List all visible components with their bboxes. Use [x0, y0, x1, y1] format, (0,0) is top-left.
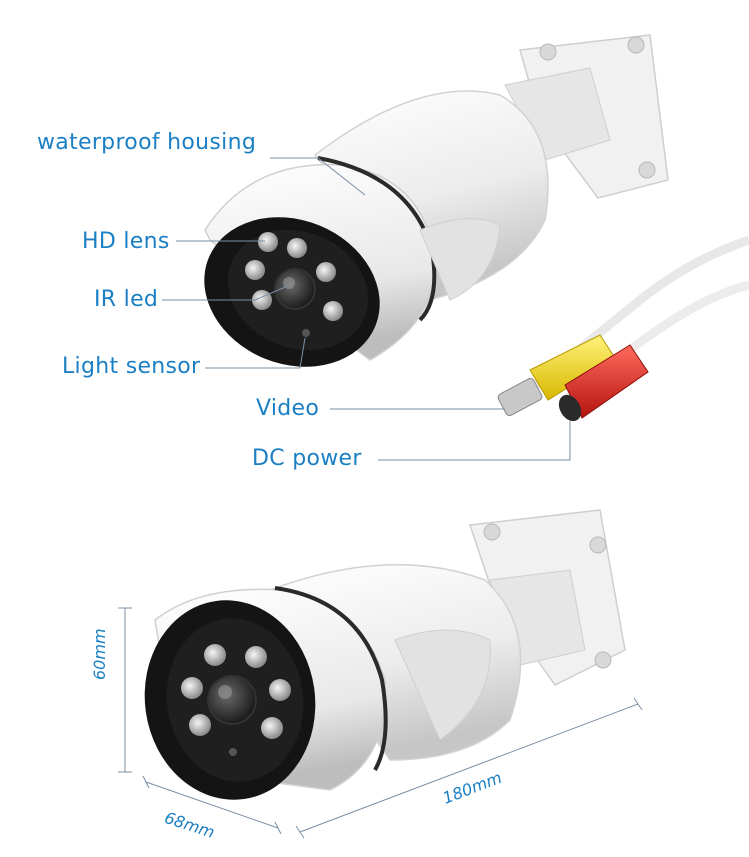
- label-video: Video: [256, 396, 320, 421]
- bnc-tip: [497, 377, 543, 417]
- side-panel: [394, 629, 491, 741]
- side-panel: [419, 218, 501, 301]
- ir-led: [261, 717, 283, 739]
- ir-led: [245, 260, 265, 280]
- ir-led: [269, 679, 291, 701]
- dim-line-length: [299, 703, 639, 833]
- dim-ticks-length: [295, 697, 643, 839]
- dim-line-depth: [145, 781, 279, 829]
- dimension-lines: [118, 607, 643, 839]
- label-ir-led: IR led: [94, 287, 159, 312]
- ir-led: [189, 714, 211, 736]
- dim-ticks-depth: [142, 775, 282, 835]
- label-dc-power: DC power: [252, 446, 362, 471]
- mount-screw-hole: [627, 36, 645, 54]
- mount-screw-hole: [539, 43, 557, 61]
- top-camera: [204, 34, 669, 367]
- mount-screw-hole: [638, 161, 656, 179]
- bottom-camera: [144, 509, 626, 800]
- ir-led: [287, 238, 307, 258]
- dim-ticks-height: [118, 607, 132, 773]
- cables: [497, 235, 749, 422]
- leader-light-sensor: [205, 337, 306, 369]
- mount-screw-hole: [589, 536, 607, 554]
- lens-glare: [283, 277, 295, 289]
- ir-led: [181, 677, 203, 699]
- leader-ir-led: [162, 284, 291, 301]
- label-waterproof-housing: waterproof housing: [37, 130, 257, 155]
- camera-lens: [207, 675, 257, 725]
- housing-seam: [274, 586, 388, 771]
- leader-lines: [162, 157, 571, 461]
- power-plug-tip: [558, 394, 582, 422]
- ir-led: [245, 646, 267, 668]
- ir-led: [316, 262, 336, 282]
- lens-glare: [218, 685, 232, 699]
- leader-waterproof-housing: [270, 157, 366, 196]
- ir-led: [323, 301, 343, 321]
- ir-led: [204, 644, 226, 666]
- label-light-sensor: Light sensor: [62, 354, 201, 379]
- light-sensor: [229, 748, 237, 756]
- leader-dc-power: [378, 420, 571, 461]
- light-sensor: [302, 329, 310, 337]
- label-dim-height: 60mm: [90, 628, 109, 680]
- label-hd-lens: HD lens: [82, 229, 170, 254]
- mount-screw-hole: [594, 651, 612, 669]
- ir-led: [258, 232, 278, 252]
- mount-screw-hole: [483, 523, 501, 541]
